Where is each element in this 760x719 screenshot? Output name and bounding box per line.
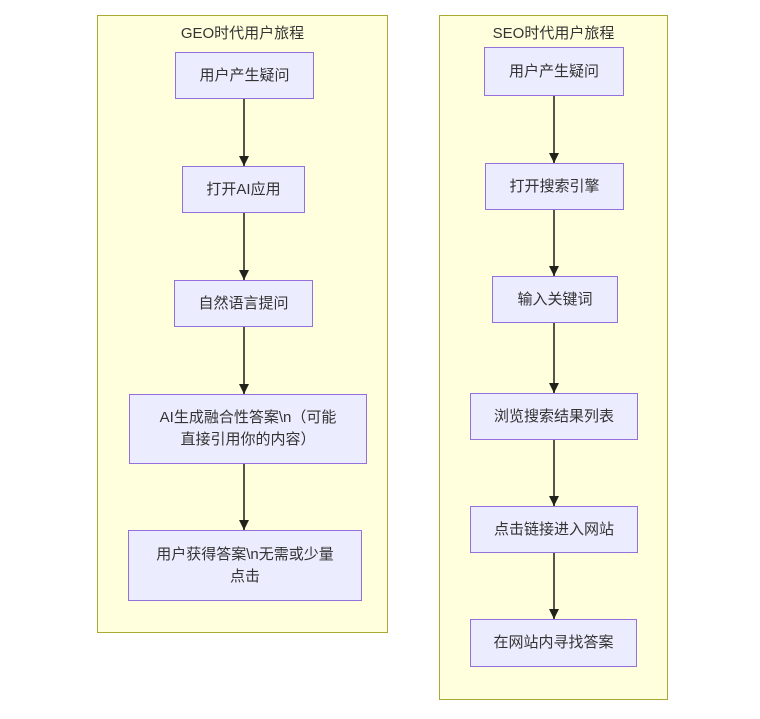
edge-arrow	[553, 210, 555, 276]
flow-node-geo-open-ai-app: 打开AI应用	[182, 166, 305, 213]
flow-node-geo-user-gets-answer: 用户获得答案\n无需或少量点击	[128, 530, 362, 601]
flow-node-seo-find-answer-on-site: 在网站内寻找答案	[470, 619, 637, 667]
cluster-geo-title: GEO时代用户旅程	[180, 25, 305, 42]
flow-node-geo-question: 用户产生疑问	[175, 52, 314, 99]
edge-arrow	[553, 553, 555, 619]
edge-arrow	[243, 99, 245, 166]
flow-node-geo-natural-language-ask: 自然语言提问	[174, 280, 313, 327]
edge-arrow	[553, 440, 555, 506]
flow-node-seo-enter-keywords: 输入关键词	[492, 276, 618, 323]
edge-arrow	[553, 323, 555, 393]
edge-arrow	[243, 213, 245, 280]
flow-node-seo-browse-results: 浏览搜索结果列表	[470, 393, 638, 440]
flow-node-seo-click-link: 点击链接进入网站	[470, 506, 638, 553]
flow-node-seo-open-search-engine: 打开搜索引擎	[485, 163, 624, 210]
flow-node-geo-ai-fused-answer: AI生成融合性答案\n（可能直接引用你的内容）	[129, 394, 367, 464]
edge-arrow	[553, 96, 555, 163]
edge-arrow	[243, 327, 245, 394]
flow-node-seo-question: 用户产生疑问	[484, 47, 624, 96]
edge-arrow	[243, 464, 245, 530]
cluster-seo-title: SEO时代用户旅程	[492, 25, 615, 42]
